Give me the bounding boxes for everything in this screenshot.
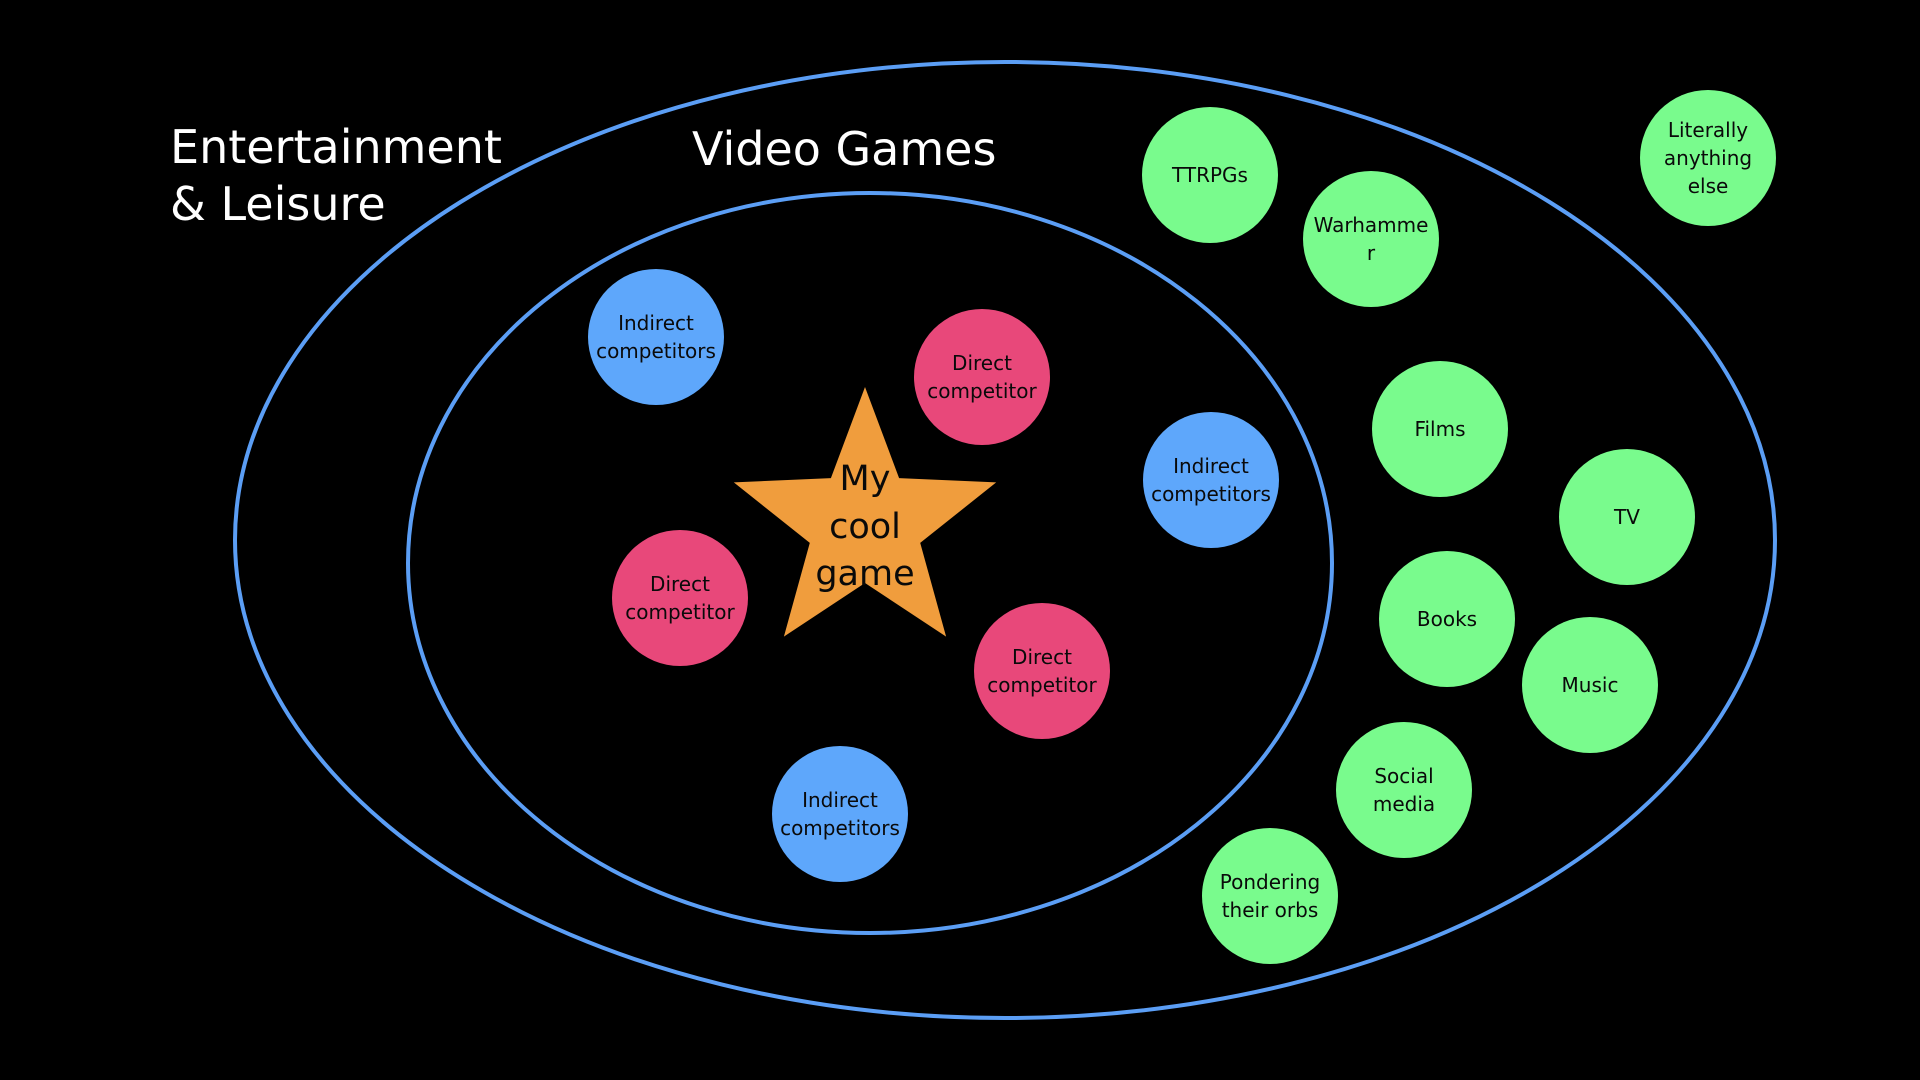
bubble-label-line: Social xyxy=(1374,764,1433,788)
bubble-circle xyxy=(1522,617,1658,753)
bubble-direct-4: Direct competitor xyxy=(974,603,1110,739)
bubble-label-line: anything xyxy=(1664,146,1752,170)
bubble-circle xyxy=(974,603,1110,739)
bubble-indirect-5: Indirect competitors xyxy=(772,746,908,882)
bubble-label-line: Indirect xyxy=(1173,454,1249,478)
bubble-label-line: competitor xyxy=(987,673,1097,697)
bubble-circle xyxy=(1640,90,1776,226)
bubble-label-line: competitor xyxy=(625,600,735,624)
bubble-direct-3: Direct competitor xyxy=(612,530,748,666)
bubble-circle xyxy=(1559,449,1695,585)
bubble-label-line: Direct xyxy=(1012,645,1072,669)
video-games-label: Video Games xyxy=(692,122,996,176)
bubble-circle xyxy=(588,269,724,405)
bubble-circle xyxy=(612,530,748,666)
bubble-label-line: TV xyxy=(1613,505,1640,529)
star-label-line3: game xyxy=(815,554,914,594)
bubble-other-13: Social media xyxy=(1336,722,1472,858)
bubble-label-line: competitors xyxy=(596,339,716,363)
star-shape xyxy=(733,387,997,637)
bubble-label-line: competitor xyxy=(927,379,1037,403)
bubble-label-line: Literally xyxy=(1668,118,1748,142)
bubble-circle xyxy=(914,309,1050,445)
bubble-circle xyxy=(1372,361,1508,497)
bubble-direct-1: Direct competitor xyxy=(914,309,1050,445)
bubble-label-line: competitors xyxy=(780,816,900,840)
bubble-label-line: media xyxy=(1373,792,1435,816)
bubble-indirect-0: Indirect competitors xyxy=(588,269,724,405)
bubble-label-line: competitors xyxy=(1151,482,1271,506)
bubble-label-line: Indirect xyxy=(618,311,694,335)
star-label-line2: cool xyxy=(829,507,901,547)
bubble-label-line: TTRPGs xyxy=(1171,163,1248,187)
entertainment-label-line2: & Leisure xyxy=(170,177,386,231)
bubble-circle xyxy=(1202,828,1338,964)
bubble-circle xyxy=(1142,107,1278,243)
bubble-circle xyxy=(1303,171,1439,307)
bubble-circle xyxy=(1336,722,1472,858)
bubble-other-8: Literally anything else xyxy=(1640,90,1776,226)
bubble-label-line: Books xyxy=(1417,607,1477,631)
bubble-other-6: TTRPGs xyxy=(1142,107,1278,243)
bubble-label-line: Music xyxy=(1562,673,1619,697)
bubble-label-line: r xyxy=(1367,241,1376,265)
bubble-label-line: Films xyxy=(1414,417,1465,441)
bubble-other-12: Music xyxy=(1522,617,1658,753)
bubble-label-line: their orbs xyxy=(1222,898,1319,922)
bubble-label-line: else xyxy=(1688,174,1729,198)
bubble-label-line: Direct xyxy=(952,351,1012,375)
bubble-label-line: Indirect xyxy=(802,788,878,812)
bubble-label-line: Warhamme xyxy=(1314,213,1429,237)
bubble-circle xyxy=(772,746,908,882)
star-label-line1: My xyxy=(840,459,891,499)
bubble-other-10: TV xyxy=(1559,449,1695,585)
bubble-indirect-2: Indirect competitors xyxy=(1143,412,1279,548)
entertainment-label-line1: Entertainment xyxy=(170,120,502,174)
bubble-other-7: Warhamme r xyxy=(1303,171,1439,307)
video-games-ring xyxy=(406,191,1334,935)
bubble-label-line: Direct xyxy=(650,572,710,596)
bubble-other-9: Films xyxy=(1372,361,1508,497)
bubble-other-14: Pondering their orbs xyxy=(1202,828,1338,964)
my-game-star: My cool game xyxy=(733,387,997,637)
bubble-label-line: Pondering xyxy=(1220,870,1320,894)
bubble-circle xyxy=(1143,412,1279,548)
bubble-other-11: Books xyxy=(1379,551,1515,687)
entertainment-ring xyxy=(233,60,1777,1020)
bubble-circle xyxy=(1379,551,1515,687)
